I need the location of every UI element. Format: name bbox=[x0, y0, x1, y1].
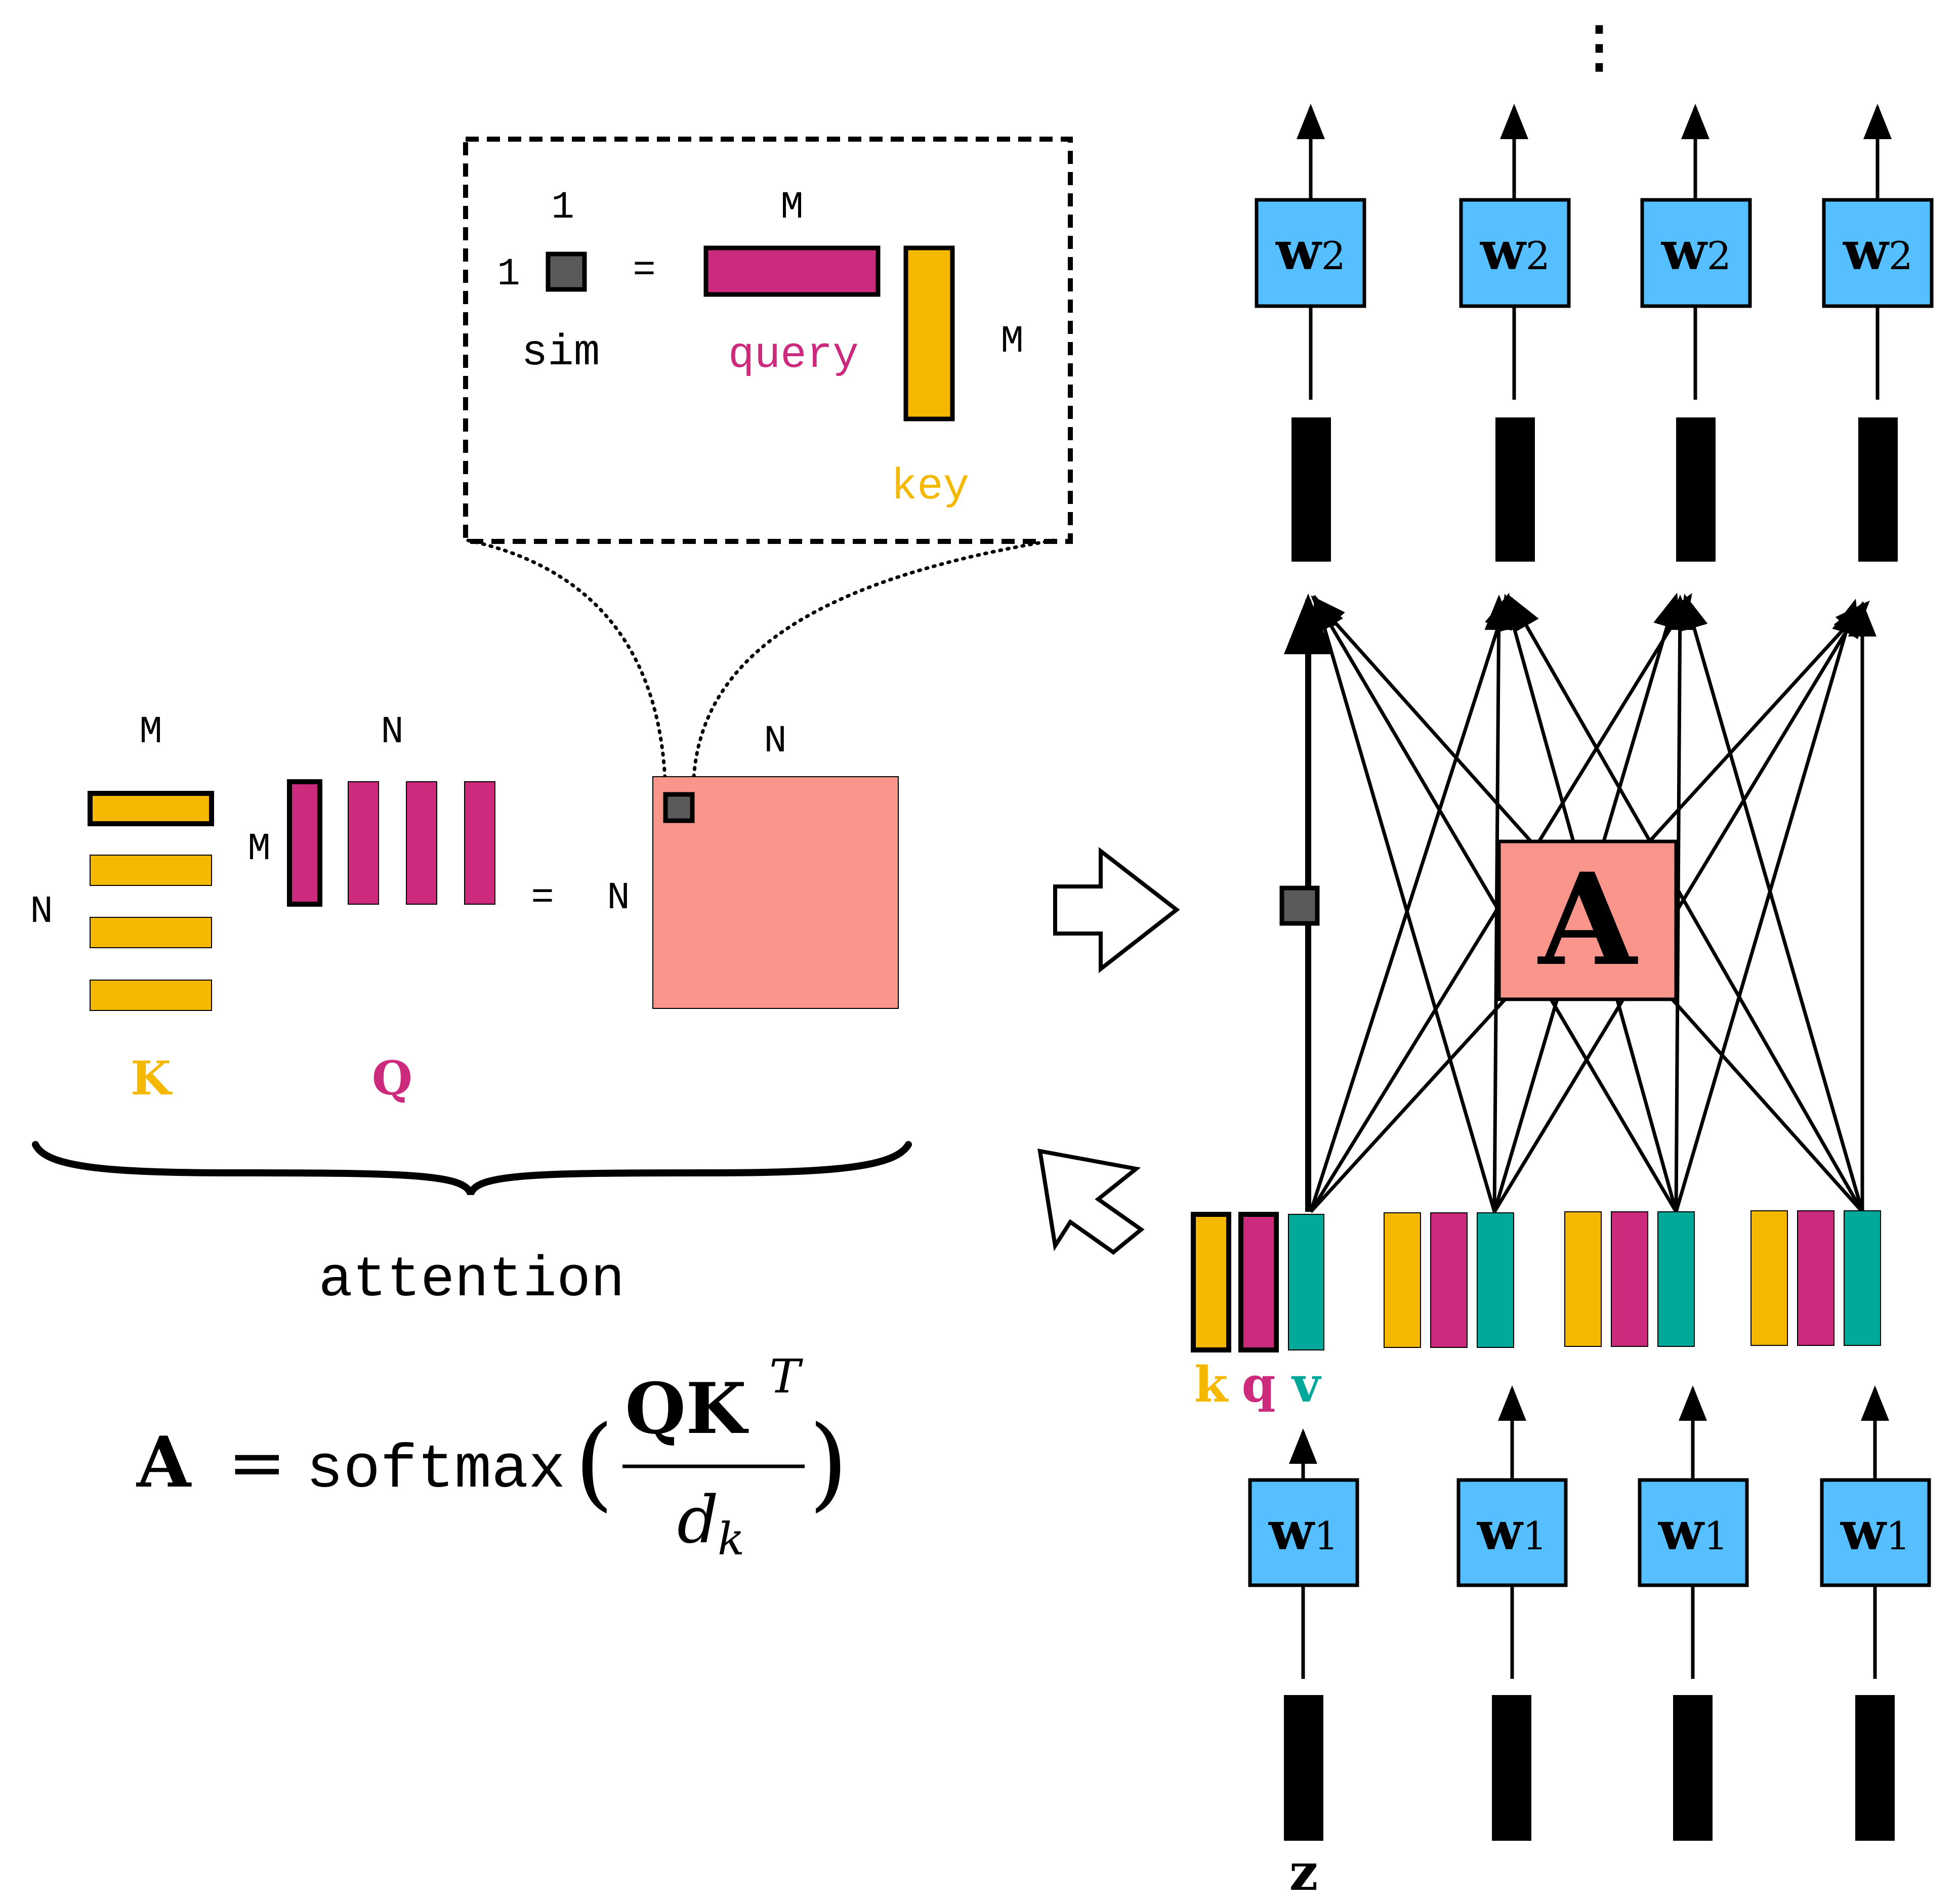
q-dim-m: M bbox=[247, 827, 271, 871]
query-bar-4 bbox=[1797, 1210, 1834, 1346]
formula-denominator: d bbox=[677, 1483, 719, 1558]
query-bar-2 bbox=[1430, 1212, 1468, 1348]
formula-subscript: k bbox=[718, 1513, 744, 1565]
k-row-3 bbox=[90, 917, 212, 948]
q-label: q bbox=[1241, 1356, 1275, 1413]
v-label: v bbox=[1291, 1356, 1322, 1413]
inset-label-m-top: M bbox=[780, 186, 804, 229]
a-dim-n-top: N bbox=[764, 720, 787, 763]
attention-label: attention bbox=[319, 1248, 625, 1313]
key-vector bbox=[903, 245, 955, 421]
value-bar-4 bbox=[1844, 1210, 1881, 1346]
k-dim-m: M bbox=[139, 710, 162, 754]
key-bar-2 bbox=[1384, 1212, 1421, 1348]
query-label: query bbox=[728, 330, 859, 380]
formula-lparen: ( bbox=[574, 1404, 614, 1522]
w2-box-1 bbox=[1255, 198, 1366, 308]
matrix-equals: = bbox=[531, 876, 554, 920]
input-token-4 bbox=[1855, 1695, 1895, 1841]
k-row-1 bbox=[88, 791, 214, 826]
inset-frame bbox=[463, 137, 1073, 544]
w2-label-2: w2 bbox=[1480, 220, 1550, 282]
cursor-arrow-icon bbox=[1037, 1149, 1145, 1255]
formula-eq: = bbox=[228, 1422, 286, 1503]
w1-box-3 bbox=[1638, 1478, 1749, 1587]
formula-func: softmax bbox=[306, 1435, 565, 1505]
sim-cell bbox=[546, 251, 587, 292]
inset-dot-product: 1 1 = M M sim query key bbox=[463, 137, 1073, 544]
connector-left bbox=[466, 538, 668, 794]
formula-lhs: A bbox=[136, 1421, 192, 1503]
value-bar-2 bbox=[1477, 1212, 1514, 1348]
q-col-4 bbox=[464, 781, 495, 905]
w2-label-3: w2 bbox=[1661, 220, 1731, 282]
key-label: key bbox=[891, 462, 970, 512]
q-matrix-label: Q bbox=[372, 1051, 412, 1106]
inset-label-m-right: M bbox=[1000, 320, 1024, 363]
inset-label-one-left: 1 bbox=[497, 252, 520, 296]
attention-matrix-label: A bbox=[1537, 845, 1638, 994]
output-token-3 bbox=[1676, 417, 1716, 562]
selected-weight-cell bbox=[1279, 885, 1320, 926]
formula-superscript: T bbox=[769, 1349, 803, 1404]
w1-box-4 bbox=[1820, 1478, 1931, 1587]
kqv-group-2 bbox=[1384, 1212, 1514, 1348]
inset-equals: = bbox=[633, 249, 656, 292]
input-token-3 bbox=[1673, 1695, 1713, 1841]
q-col-1 bbox=[287, 779, 322, 907]
transformer-network: ⋮ w2 w2 w2 w2 bbox=[1191, 14, 1934, 1902]
kqv-group-3 bbox=[1564, 1211, 1695, 1347]
k-dim-n: N bbox=[30, 890, 53, 934]
output-token-1 bbox=[1291, 417, 1331, 562]
sim-label: sim bbox=[522, 328, 600, 377]
output-token-4 bbox=[1858, 417, 1898, 562]
input-token-1 bbox=[1284, 1695, 1323, 1841]
w2-label-4: w2 bbox=[1843, 220, 1913, 282]
kqv-group-4 bbox=[1750, 1210, 1881, 1346]
w2-box-4 bbox=[1822, 198, 1934, 308]
attention-formula: A = softmax ( QK T d k ) bbox=[136, 1349, 848, 1565]
w1-label-3: w1 bbox=[1658, 1500, 1728, 1562]
a-dim-n-left: N bbox=[607, 876, 630, 920]
q-dim-n: N bbox=[381, 710, 404, 754]
w2-box-2 bbox=[1459, 198, 1571, 308]
key-bar-4 bbox=[1750, 1210, 1788, 1346]
value-bar-3 bbox=[1657, 1211, 1695, 1347]
k-matrix-label: K bbox=[131, 1051, 173, 1106]
formula-numerator: QK bbox=[625, 1367, 749, 1450]
k-row-2 bbox=[90, 855, 212, 886]
right-arrow-icon bbox=[1053, 847, 1180, 974]
w1-box-2 bbox=[1456, 1478, 1568, 1587]
w1-label-1: w1 bbox=[1268, 1500, 1339, 1562]
query-bar-3 bbox=[1611, 1211, 1648, 1347]
attention-matrix-box bbox=[1497, 839, 1678, 1001]
attention-cell bbox=[663, 792, 695, 823]
k-label: k bbox=[1194, 1356, 1229, 1413]
k-row-4 bbox=[90, 980, 212, 1011]
input-token-2 bbox=[1492, 1695, 1531, 1841]
kqv-group-1 bbox=[1191, 1212, 1324, 1352]
w1-label-2: w1 bbox=[1477, 1500, 1547, 1562]
key-bar-3 bbox=[1564, 1211, 1602, 1347]
value-bar-1 bbox=[1288, 1214, 1324, 1350]
query-vector bbox=[703, 245, 881, 297]
w1-label-4: w1 bbox=[1840, 1500, 1910, 1562]
formula-rparen: ) bbox=[809, 1404, 848, 1522]
key-bar-1 bbox=[1191, 1212, 1231, 1352]
inset-label-one-top: 1 bbox=[551, 186, 574, 229]
connector-right bbox=[691, 538, 1056, 794]
continuation-dots: ⋮ bbox=[1571, 14, 1627, 79]
query-bar-1 bbox=[1238, 1212, 1279, 1352]
z-label: z bbox=[1289, 1842, 1318, 1902]
w2-label-1: w2 bbox=[1275, 220, 1346, 282]
curly-brace bbox=[32, 1141, 912, 1196]
output-token-2 bbox=[1495, 417, 1535, 562]
q-col-2 bbox=[348, 781, 379, 905]
attention-block: M N K N M Q = N N attention bbox=[30, 710, 912, 1313]
q-col-3 bbox=[406, 781, 437, 905]
